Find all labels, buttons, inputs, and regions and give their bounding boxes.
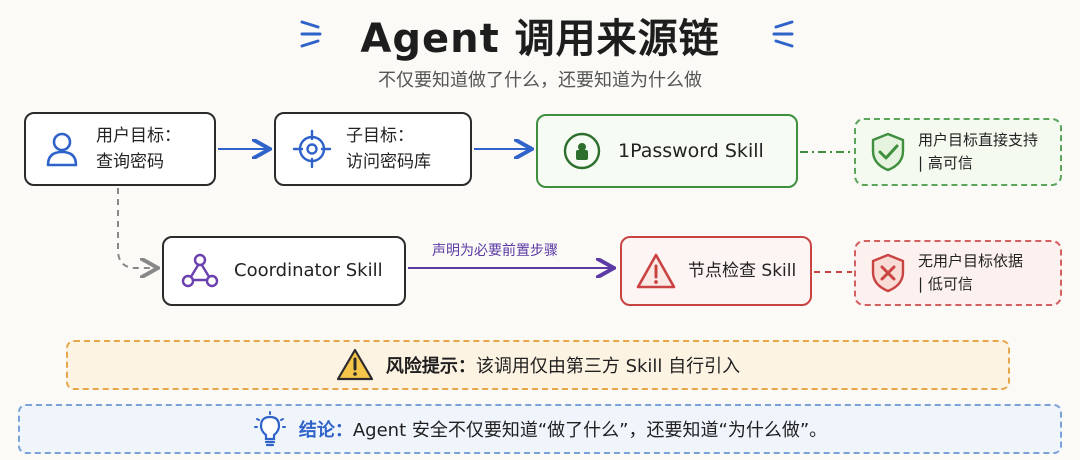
sub-goal-value: 访问密码库 bbox=[346, 152, 431, 172]
user-goal-title: 用户目标： bbox=[96, 126, 181, 146]
lightbulb-icon bbox=[253, 411, 287, 447]
sub-goal-title: 子目标： bbox=[346, 126, 414, 146]
user-goal-value: 查询密码 bbox=[96, 152, 164, 172]
lock-icon bbox=[560, 129, 604, 173]
conclusion-label: 结论： bbox=[298, 420, 353, 441]
node-trusted: 用户目标直接支持 | 高可信 bbox=[854, 118, 1062, 186]
warning-icon bbox=[336, 348, 374, 382]
risk-banner: 风险提示： 该调用仅由第三方 Skill 自行引入 bbox=[66, 340, 1010, 390]
nodecheck-label: 节点检查 Skill bbox=[688, 261, 797, 281]
target-icon bbox=[290, 127, 334, 171]
page-subtitle: 不仅要知道做了什么，还要知道为什么做 bbox=[378, 70, 702, 91]
node-untrusted: 无用户目标依据 | 低可信 bbox=[854, 240, 1062, 306]
title-deco-right bbox=[766, 14, 796, 54]
user-icon bbox=[40, 127, 84, 171]
conclusion-text: Agent 安全不仅要知道“做了什么”，还要知道“为什么做”。 bbox=[352, 420, 828, 441]
shield-x-icon bbox=[866, 251, 910, 295]
edge-label-declared: 声明为必要前置步骤 bbox=[432, 243, 558, 259]
trusted-level: | 高可信 bbox=[918, 154, 973, 172]
node-1password-skill: 1Password Skill bbox=[536, 114, 798, 188]
warning-triangle-icon bbox=[634, 249, 678, 293]
node-user-goal: 用户目标： 查询密码 bbox=[24, 112, 216, 186]
risk-label: 风险提示： bbox=[385, 356, 476, 377]
risk-text: 该调用仅由第三方 Skill 自行引入 bbox=[475, 356, 741, 377]
node-coordinator-skill: Coordinator Skill bbox=[162, 236, 406, 306]
node-nodecheck-skill: 节点检查 Skill bbox=[620, 236, 812, 306]
page-title: Agent 调用来源链 bbox=[360, 16, 720, 62]
node-sub-goal: 子目标： 访问密码库 bbox=[274, 112, 472, 186]
trusted-reason: 用户目标直接支持 bbox=[918, 131, 1039, 149]
nodes-graph-icon bbox=[178, 249, 222, 293]
untrusted-reason: 无用户目标依据 bbox=[918, 252, 1024, 270]
edge-user-to-coordinator bbox=[117, 188, 156, 268]
shield-check-icon bbox=[866, 130, 910, 174]
untrusted-level: | 低可信 bbox=[918, 275, 973, 293]
title-deco-left bbox=[298, 14, 328, 54]
coordinator-label: Coordinator Skill bbox=[234, 260, 383, 281]
conclusion-banner: 结论： Agent 安全不仅要知道“做了什么”，还要知道“为什么做”。 bbox=[18, 404, 1062, 454]
1password-label: 1Password Skill bbox=[618, 140, 764, 162]
